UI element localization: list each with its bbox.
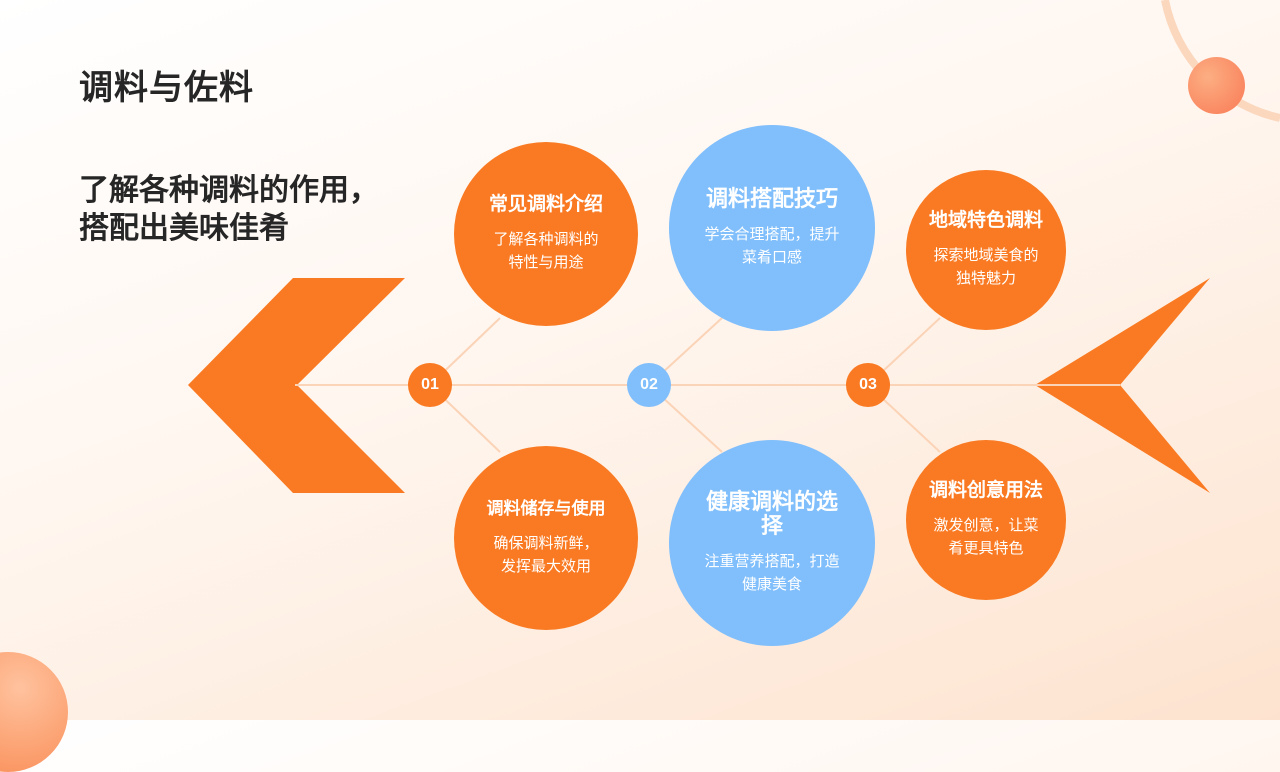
card-storage-usage: 调料储存与使用 确保调料新鲜， 发挥最大效用	[454, 446, 638, 630]
card-desc-line: 健康美食	[741, 576, 802, 593]
card-desc-line: 激发创意，让菜	[933, 517, 1039, 534]
card-desc-line: 确保调料新鲜，	[493, 535, 599, 552]
card-title: 健康调料的选择	[705, 489, 838, 538]
card-desc-line: 学会合理搭配，提升	[704, 226, 840, 243]
card-desc-line: 了解各种调料的	[493, 231, 599, 248]
card-desc-line: 注重营养搭配，打造	[704, 553, 840, 570]
decorative-circle-top-right	[1188, 57, 1245, 114]
card-title: 地域特色调料	[928, 210, 1043, 231]
page-subtitle: 了解各种调料的作用， 搭配出美味佳肴	[79, 172, 379, 248]
card-desc-line: 探索地域美食的	[933, 247, 1039, 264]
subtitle-line-1: 了解各种调料的作用，	[79, 174, 379, 207]
card-title: 常见调料介绍	[488, 194, 603, 215]
card-title: 调料创意用法	[928, 480, 1043, 501]
card-desc-line: 特性与用途	[508, 254, 584, 271]
card-pairing-tips: 调料搭配技巧 学会合理搭配，提升 菜肴口感	[669, 125, 875, 331]
subtitle-line-2: 搭配出美味佳肴	[79, 212, 289, 245]
card-desc-line: 肴更具特色	[948, 540, 1024, 557]
card-common-seasonings: 常见调料介绍 了解各种调料的 特性与用途	[454, 142, 638, 326]
card-title: 调料搭配技巧	[705, 186, 838, 211]
step-badge-02: 02	[627, 363, 671, 407]
card-title: 调料储存与使用	[486, 499, 606, 518]
card-desc-line: 独特魅力	[955, 270, 1016, 287]
card-desc-line: 发挥最大效用	[500, 558, 591, 575]
card-healthy-choice: 健康调料的选择 注重营养搭配，打造 健康美食	[669, 440, 875, 646]
card-desc-line: 菜肴口感	[741, 249, 802, 266]
step-badge-01: 01	[408, 363, 452, 407]
page-title: 调料与佐料	[79, 69, 254, 107]
card-regional-seasonings: 地域特色调料 探索地域美食的 独特魅力	[906, 170, 1066, 330]
step-badge-03: 03	[846, 363, 890, 407]
card-creative-usage: 调料创意用法 激发创意，让菜 肴更具特色	[906, 440, 1066, 600]
